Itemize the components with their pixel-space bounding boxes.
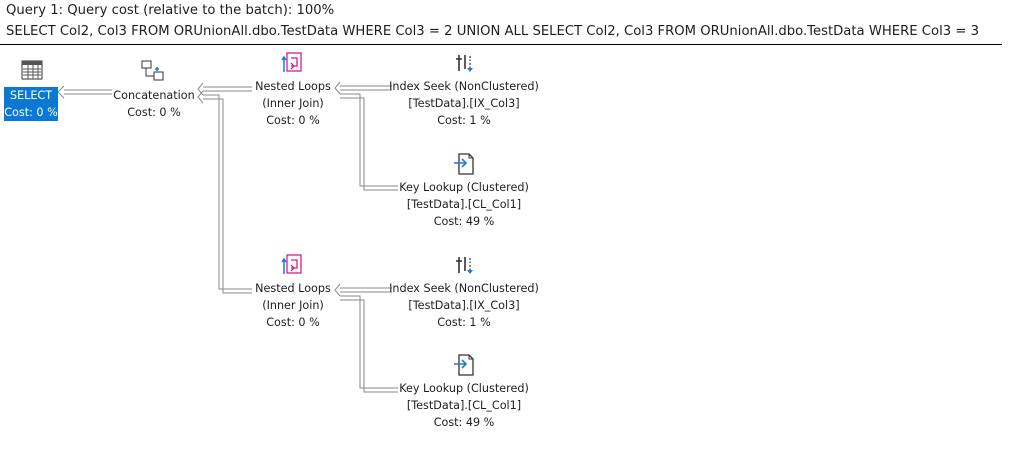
key-lookup-icon[interactable] [452, 152, 476, 180]
key-lookup-1-name: Key Lookup (Clustered) [399, 181, 529, 194]
key-lookup-2-detail: [TestData].[CL_Col1] [406, 399, 522, 412]
key-lookup-operator-1[interactable]: Key Lookup (Clustered) [TestData].[CL_Co… [384, 179, 544, 230]
index-seek-2-cost: Cost: 1 % [437, 316, 491, 329]
index-seek-1-cost: Cost: 1 % [437, 114, 491, 127]
index-seek-icon[interactable] [454, 52, 476, 78]
index-seek-operator-1[interactable]: Index Seek (NonClustered) [TestData].[IX… [384, 78, 544, 129]
nested-loops-icon[interactable] [281, 254, 303, 280]
index-seek-1-name: Index Seek (NonClustered) [389, 80, 539, 93]
nested-loops-2-cost: Cost: 0 % [266, 316, 320, 329]
nested-loops-2-name: Nested Loops [255, 282, 331, 295]
nested-loops-operator-2[interactable]: Nested Loops (Inner Join) Cost: 0 % [243, 280, 343, 331]
nested-loops-icon[interactable] [281, 52, 303, 78]
select-operator[interactable]: SELECT Cost: 0 % [4, 87, 58, 121]
nested-loops-1-detail: (Inner Join) [262, 97, 324, 110]
arrow-seek1-to-nl1 [334, 81, 392, 95]
arrow-concat-to-select [57, 85, 112, 99]
concatenation-name: Concatenation [113, 89, 195, 102]
key-lookup-2-name: Key Lookup (Clustered) [399, 382, 529, 395]
index-seek-1-detail: [TestData].[IX_Col3] [408, 97, 520, 110]
key-lookup-operator-2[interactable]: Key Lookup (Clustered) [TestData].[CL_Co… [384, 380, 544, 431]
concatenation-operator[interactable]: Concatenation Cost: 0 % [108, 87, 200, 121]
select-name: SELECT [9, 89, 53, 102]
concatenation-cost: Cost: 0 % [127, 106, 181, 119]
arrow-lookup2-to-nl2 [340, 295, 398, 393]
key-lookup-2-cost: Cost: 49 % [433, 416, 495, 429]
query-cost-header: Query 1: Query cost (relative to the bat… [6, 3, 335, 18]
index-seek-operator-2[interactable]: Index Seek (NonClustered) [TestData].[IX… [384, 280, 544, 331]
nested-loops-1-name: Nested Loops [255, 80, 331, 93]
key-lookup-1-detail: [TestData].[CL_Col1] [406, 198, 522, 211]
key-lookup-icon[interactable] [452, 353, 476, 381]
arrow-seek2-to-nl2 [334, 283, 392, 297]
header-divider [0, 44, 1002, 45]
index-seek-2-name: Index Seek (NonClustered) [389, 282, 539, 295]
key-lookup-1-cost: Cost: 49 % [433, 215, 495, 228]
index-seek-2-detail: [TestData].[IX_Col3] [408, 299, 520, 312]
sql-text: SELECT Col2, Col3 FROM ORUnionAll.dbo.Te… [6, 24, 979, 39]
select-icon[interactable] [21, 60, 43, 84]
concatenation-icon[interactable] [141, 60, 165, 86]
select-cost: Cost: 0 % [4, 106, 58, 119]
arrow-lookup1-to-nl1 [340, 93, 398, 191]
nested-loops-1-cost: Cost: 0 % [266, 114, 320, 127]
nested-loops-operator-1[interactable]: Nested Loops (Inner Join) Cost: 0 % [243, 78, 343, 129]
index-seek-icon[interactable] [454, 254, 476, 280]
nested-loops-2-detail: (Inner Join) [262, 299, 324, 312]
arrow-nl2-to-concat [197, 90, 252, 294]
